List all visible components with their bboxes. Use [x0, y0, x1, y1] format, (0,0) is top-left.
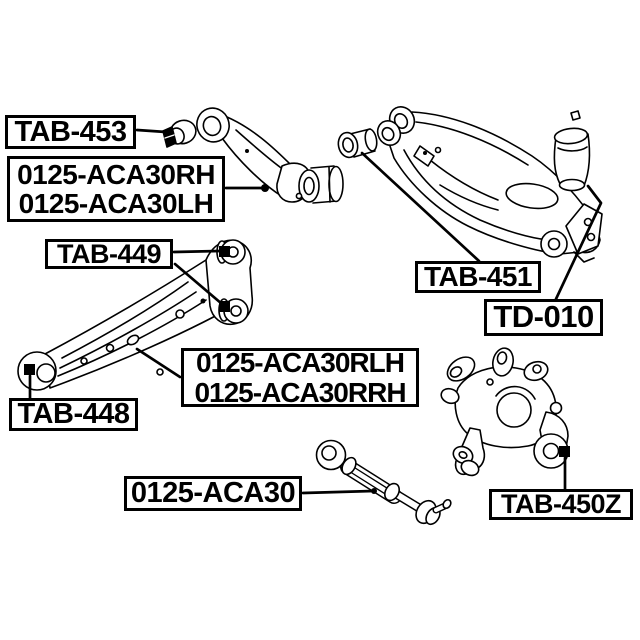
label-tab448: TAB-448 [9, 398, 138, 431]
label-tab448-text: TAB-448 [17, 398, 131, 431]
leader-td010 [554, 184, 603, 301]
leader-dot-aca30rh-lh [261, 184, 269, 192]
toe-control-rod-drawing [315, 439, 452, 526]
tab451-bushing-drawing [337, 128, 378, 159]
label-0125-aca30rlh-rrh: 0125-ACA30RLH 0125-ACA30RRH [181, 348, 419, 407]
label-tab451: TAB-451 [415, 261, 541, 293]
label-tab451-text: TAB-451 [423, 261, 533, 293]
label-td010: TD-010 [484, 299, 603, 336]
point-markers [24, 246, 570, 457]
label-tab453-text: TAB-453 [14, 115, 128, 148]
leader-dot-aca30 [371, 488, 377, 494]
leader-lines [28, 128, 603, 495]
marker-tab449-lower [219, 301, 230, 312]
marker-tab449-upper [219, 246, 230, 257]
leader-tab453 [135, 128, 168, 134]
label-tab450z-text: TAB-450Z [500, 489, 622, 520]
upper-control-arm-drawing [196, 107, 344, 204]
tab453-bushing-drawing [162, 119, 197, 148]
label-0125-aca30rh-lh: 0125-ACA30RH 0125-ACA30LH [7, 156, 225, 222]
leader-aca30 [301, 489, 375, 495]
label-0125-aca30rrh-text: 0125-ACA30RRH [194, 376, 406, 408]
leader-aca30rlh-rrh [135, 347, 182, 379]
label-tab449-text: TAB-449 [56, 238, 162, 269]
label-tab453: TAB-453 [5, 115, 136, 149]
label-td010-text: TD-010 [493, 299, 594, 335]
label-tab449: TAB-449 [45, 239, 173, 269]
marker-tab450z [559, 446, 570, 457]
label-0125-aca30rlh-text: 0125-ACA30RLH [196, 347, 405, 379]
label-0125-aca30lh-text: 0125-ACA30LH [18, 188, 214, 219]
leader-tab449-lower [173, 262, 224, 306]
label-0125-aca30rh-text: 0125-ACA30RH [17, 158, 215, 190]
label-0125-aca30: 0125-ACA30 [124, 476, 302, 511]
label-0125-aca30-text: 0125-ACA30 [130, 477, 296, 510]
axle-knuckle-drawing [440, 347, 569, 477]
leader-tab449-upper [172, 249, 221, 254]
label-tab450z: TAB-450Z [489, 489, 633, 520]
bump-stop-drawing [553, 110, 591, 192]
leader-tab451 [360, 151, 481, 263]
rear-lower-arm-drawing [376, 106, 603, 263]
marker-tab448 [24, 364, 35, 375]
